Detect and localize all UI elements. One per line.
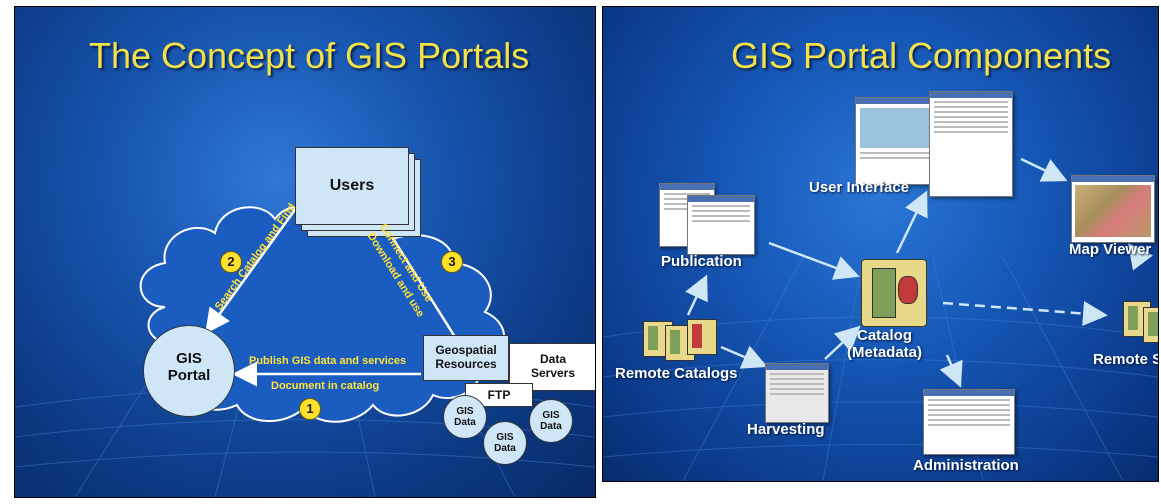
map-viewer-screenshot bbox=[1071, 175, 1155, 243]
arrow-remote-to-publication bbox=[685, 274, 708, 316]
data-servers-line-1: Data bbox=[539, 352, 566, 366]
map-viewer-label: Map Viewer bbox=[1069, 241, 1152, 258]
document-label: Document in catalog bbox=[271, 380, 380, 392]
publish-label: Publish GIS data and services bbox=[249, 355, 407, 367]
remote-services-icon-2 bbox=[1143, 307, 1158, 343]
arrow-ui-to-mapviewer bbox=[1020, 157, 1068, 182]
user-interface-screenshot-back bbox=[855, 97, 935, 185]
arrow-remote-to-harvesting bbox=[720, 345, 768, 369]
left-slide: The Concept of GIS Portals Users GIS Por… bbox=[14, 6, 596, 498]
gis-data-line-1: GIS bbox=[496, 432, 514, 443]
catalog-line-2: (Metadata) bbox=[847, 344, 923, 361]
arrow-catalog-to-remote-services bbox=[942, 301, 1108, 326]
gis-data-circle-3: GIS Data bbox=[529, 399, 573, 443]
geo-line-2: Resources bbox=[435, 357, 497, 371]
remote-services-label: Remote S bbox=[1093, 351, 1159, 368]
gis-data-line-1: GIS bbox=[542, 410, 560, 421]
gis-data-line-1: GIS bbox=[456, 406, 474, 417]
user-interface-label: User Interface bbox=[809, 179, 910, 196]
right-slide: GIS Portal Components User Interface Map… bbox=[602, 6, 1159, 482]
user-interface-screenshot-front bbox=[929, 91, 1013, 197]
gis-data-circle-1: GIS Data bbox=[443, 395, 487, 439]
administration-label: Administration bbox=[913, 457, 1019, 474]
step-3-badge: 3 bbox=[441, 251, 463, 273]
components-diagram-graphics bbox=[603, 157, 1158, 481]
data-servers-box: Data Servers bbox=[509, 343, 595, 391]
publication-screenshot-front bbox=[687, 195, 755, 255]
harvesting-screenshot bbox=[765, 363, 829, 423]
administration-screenshot bbox=[923, 389, 1015, 455]
geospatial-resources-box: Geospatial Resources bbox=[423, 335, 509, 381]
gis-data-circle-2: GIS Data bbox=[483, 421, 527, 465]
step-2-badge: 2 bbox=[220, 251, 242, 273]
geo-line-1: Geospatial bbox=[435, 343, 497, 357]
gis-portal-circle: GIS Portal bbox=[143, 325, 235, 417]
arrow-remote-to-mapviewer bbox=[1128, 243, 1153, 271]
remote-catalogs-label: Remote Catalogs bbox=[615, 365, 738, 382]
gis-data-line-2: Data bbox=[540, 421, 562, 432]
publication-label: Publication bbox=[661, 253, 742, 270]
portal-line-2: Portal bbox=[167, 367, 211, 384]
catalog-line-1: Catalog bbox=[857, 327, 913, 344]
users-box: Users bbox=[295, 147, 409, 225]
harvesting-label: Harvesting bbox=[747, 421, 825, 438]
portal-line-1: GIS bbox=[176, 350, 202, 367]
remote-catalog-icon-3 bbox=[687, 319, 717, 355]
arrow-publication-to-catalog bbox=[768, 241, 860, 280]
arrow-catalog-to-ui bbox=[895, 190, 928, 254]
gis-data-line-2: Data bbox=[454, 417, 476, 428]
arrow-harvesting-to-catalog bbox=[824, 325, 861, 360]
gis-data-line-2: Data bbox=[494, 443, 516, 454]
catalog-icon bbox=[861, 259, 927, 327]
slide-title: The Concept of GIS Portals bbox=[89, 35, 530, 76]
data-servers-line-2: Servers bbox=[530, 366, 576, 380]
catalog-label: Catalog (Metadata) bbox=[847, 327, 922, 361]
arrow-catalog-to-administration bbox=[939, 354, 963, 388]
slide-title: GIS Portal Components bbox=[731, 35, 1112, 76]
step-1-badge: 1 bbox=[299, 398, 321, 420]
